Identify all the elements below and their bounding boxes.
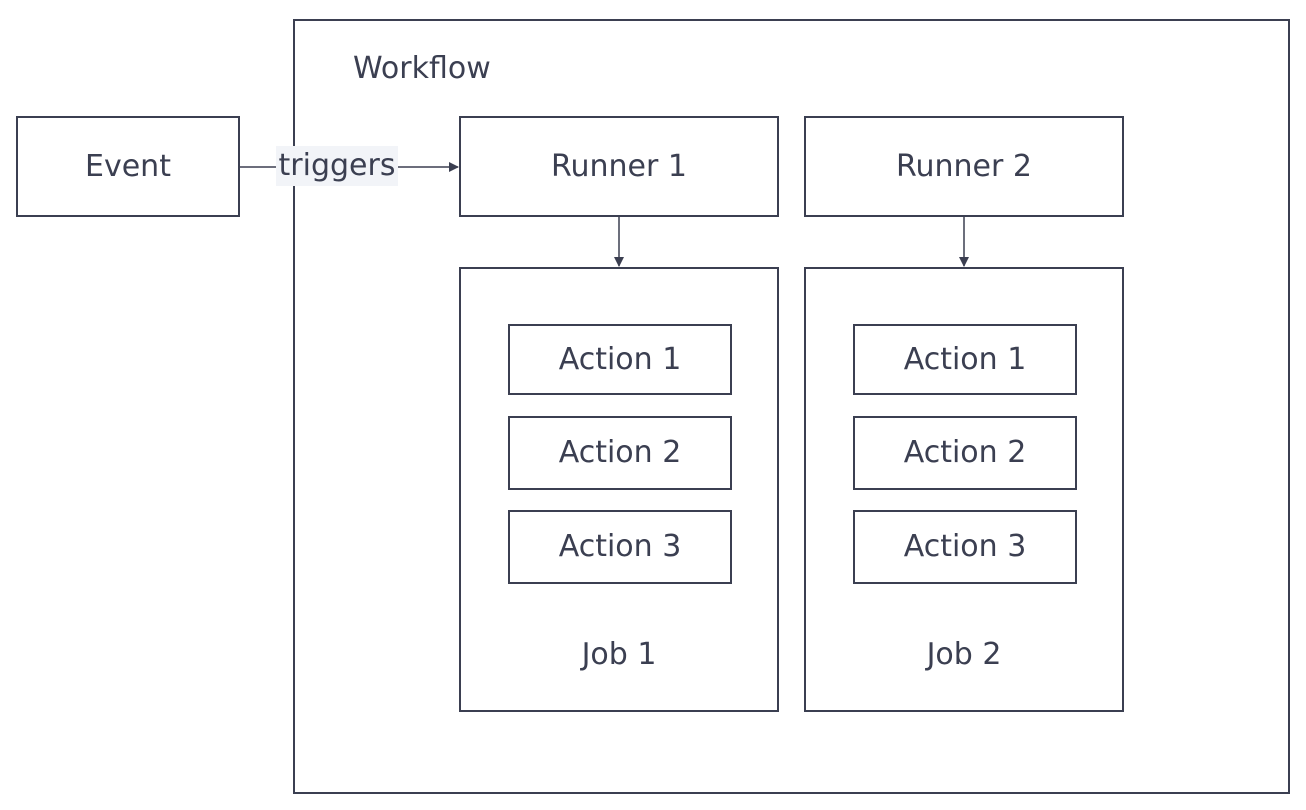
job-2-node: Action 1 Action 2 Action 3 Job 2 <box>804 267 1124 712</box>
job-2-action-2-label: Action 2 <box>903 435 1027 470</box>
event-label: Event <box>85 148 171 184</box>
job-1-action-2-label: Action 2 <box>558 435 682 470</box>
job-2-label: Job 2 <box>926 637 1002 672</box>
job-2-action-2: Action 2 <box>853 416 1077 490</box>
runner-1-label: Runner 1 <box>551 148 687 184</box>
job-1-action-3-label: Action 3 <box>558 529 682 564</box>
job-1-action-3: Action 3 <box>508 510 732 584</box>
job-1-action-1-label: Action 1 <box>558 341 682 377</box>
job-2-action-3-label: Action 3 <box>903 529 1027 564</box>
triggers-edge-label: triggers <box>276 146 398 186</box>
workflow-title: Workflow <box>353 51 491 86</box>
job-2-action-1: Action 1 <box>853 324 1077 395</box>
workflow-container: Workflow <box>293 19 1290 794</box>
job-1-action-1: Action 1 <box>508 324 732 395</box>
runner-2-node: Runner 2 <box>804 116 1124 217</box>
job-1-label: Job 1 <box>581 637 657 672</box>
event-node: Event <box>16 116 240 217</box>
job-1-action-2: Action 2 <box>508 416 732 490</box>
job-1-node: Action 1 Action 2 Action 3 Job 1 <box>459 267 779 712</box>
job-2-action-1-label: Action 1 <box>903 341 1027 377</box>
runner-2-label: Runner 2 <box>896 148 1032 184</box>
runner-1-node: Runner 1 <box>459 116 779 217</box>
job-2-action-3: Action 3 <box>853 510 1077 584</box>
